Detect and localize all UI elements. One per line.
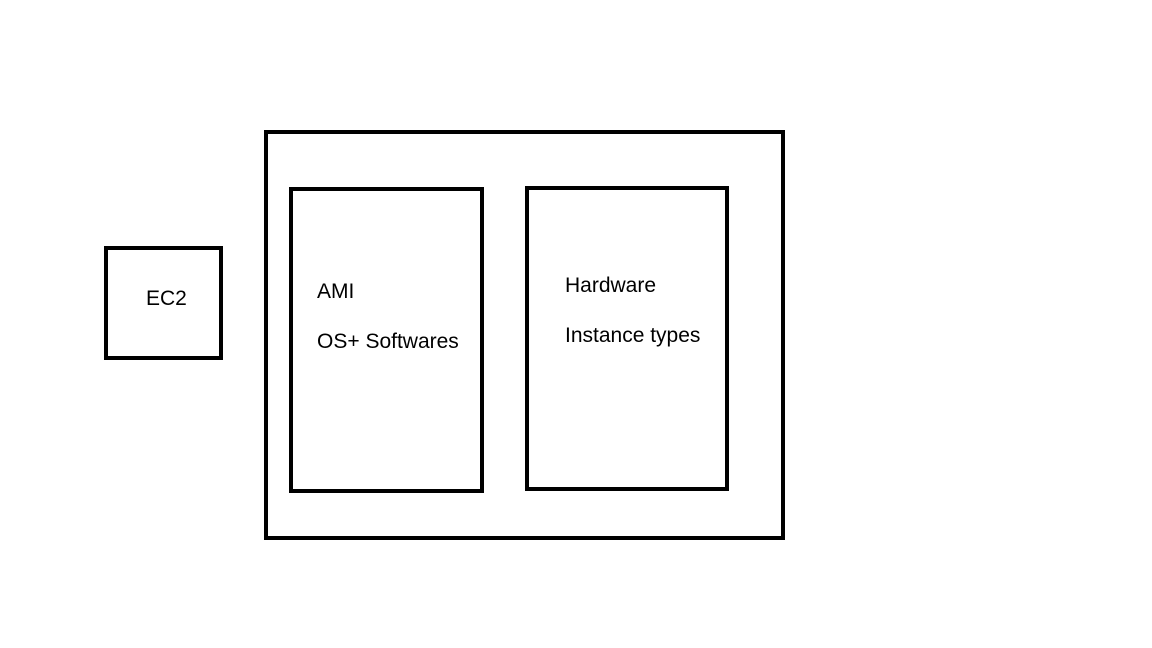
hardware-title: Hardware xyxy=(565,274,657,297)
ami-subtitle: OS+ Softwares xyxy=(317,330,459,353)
ec2-node xyxy=(104,246,223,360)
ami-node xyxy=(289,187,484,493)
ami-title: AMI xyxy=(317,280,355,303)
hardware-node xyxy=(525,186,729,491)
ec2-label: EC2 xyxy=(146,287,187,310)
hardware-subtitle: Instance types xyxy=(565,324,701,347)
